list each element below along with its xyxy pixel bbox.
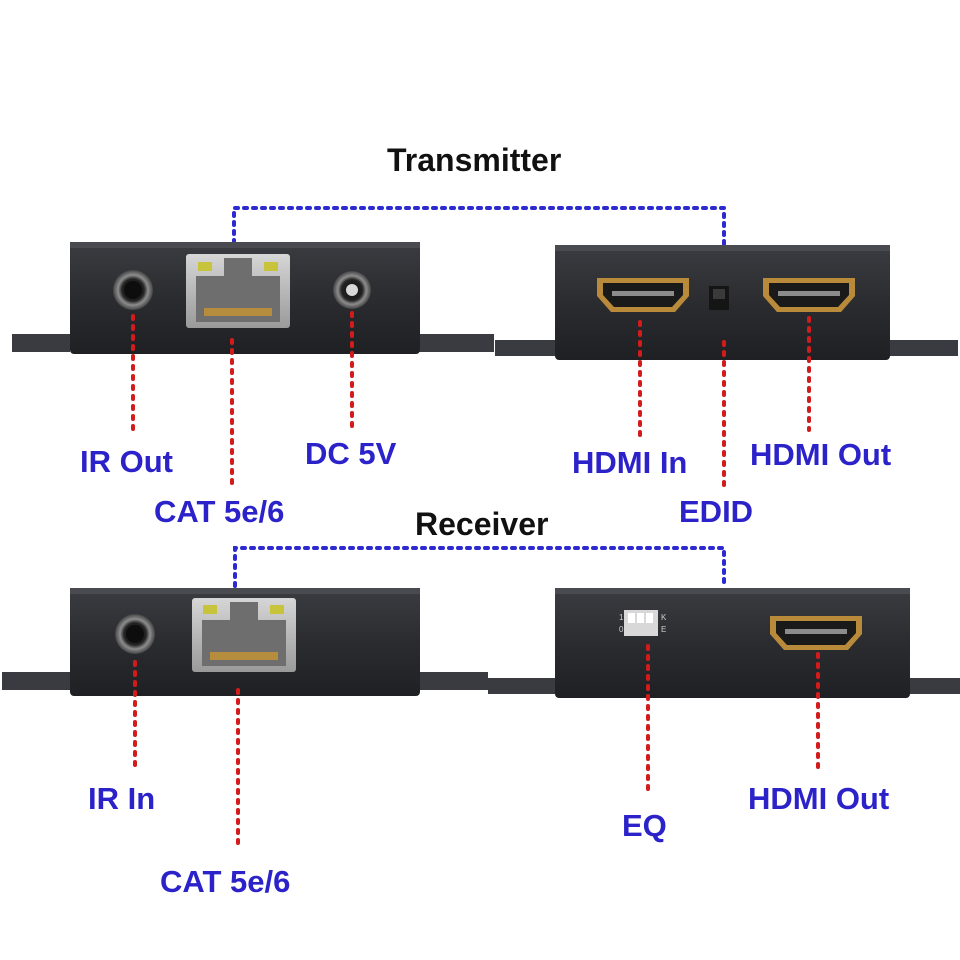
mount-bracket-left xyxy=(2,672,70,690)
led-indicator xyxy=(264,262,278,271)
label-tx-cat: CAT 5e/6 xyxy=(154,494,285,529)
led-indicator xyxy=(203,605,217,614)
hdmi-out-port xyxy=(763,278,855,312)
mount-bracket-right xyxy=(418,672,488,690)
hdmi-in-port xyxy=(597,278,689,312)
dip-mark-e: E xyxy=(661,625,666,634)
dc-power-jack xyxy=(333,271,371,309)
transmitter-back-unit xyxy=(495,245,958,360)
label-rx-hdmi-out: HDMI Out xyxy=(748,781,890,816)
label-rx-cat: CAT 5e/6 xyxy=(160,864,291,899)
device-top-edge xyxy=(555,588,910,594)
transmitter-blue-connector xyxy=(232,206,726,247)
device-top-edge xyxy=(70,242,420,248)
mount-bracket-left xyxy=(12,334,70,352)
device-top-edge xyxy=(70,588,420,594)
rj45-port xyxy=(192,598,296,672)
dip-mark-1: 1 xyxy=(619,613,624,622)
ir-in-jack xyxy=(115,614,155,654)
led-indicator xyxy=(198,262,212,271)
rj45-port xyxy=(186,254,290,328)
label-ir-in: IR In xyxy=(88,781,156,816)
dip-mark-0: 0 xyxy=(619,625,624,634)
transmitter-heading: Transmitter xyxy=(387,142,562,178)
receiver-back-unit xyxy=(488,588,960,698)
label-tx-hdmi-out: HDMI Out xyxy=(750,437,892,472)
led-indicator xyxy=(270,605,284,614)
mount-bracket-right xyxy=(418,334,494,352)
label-edid: EDID xyxy=(679,494,754,529)
mount-bracket-right xyxy=(886,340,958,356)
transmitter-front-unit xyxy=(12,242,494,354)
mount-bracket-left xyxy=(495,340,556,356)
eq-dip-switch xyxy=(624,610,658,636)
dip-mark-k: K xyxy=(661,613,667,622)
receiver-heading: Receiver xyxy=(415,506,549,542)
mount-bracket-right xyxy=(906,678,960,694)
label-eq: EQ xyxy=(622,808,667,843)
label-dc: DC 5V xyxy=(305,436,397,471)
mount-bracket-left xyxy=(488,678,556,694)
edid-switch xyxy=(709,286,729,310)
ir-out-jack xyxy=(113,270,153,310)
receiver-front-unit xyxy=(2,588,488,696)
device-top-edge xyxy=(555,245,890,251)
label-hdmi-in: HDMI In xyxy=(572,445,688,480)
label-ir-out: IR Out xyxy=(80,444,173,479)
device-body xyxy=(555,588,910,698)
receiver-blue-connector xyxy=(233,546,726,590)
hdmi-out-port xyxy=(770,616,862,650)
